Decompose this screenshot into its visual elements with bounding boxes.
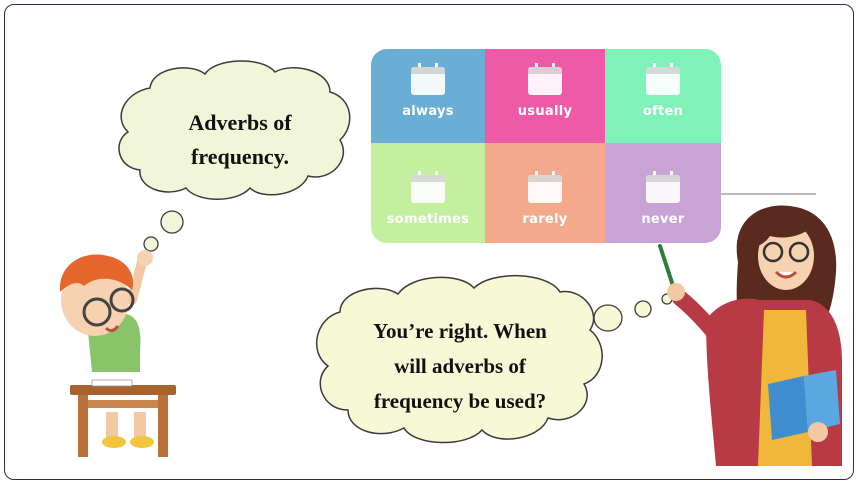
frequency-adverbs-grid: always usually often sometimes rarely ne…	[371, 49, 721, 243]
cell-always: always	[371, 49, 485, 143]
cell-usually: usually	[485, 49, 605, 143]
cell-label-sometimes: sometimes	[386, 212, 470, 227]
boy-student-illustration	[59, 250, 176, 457]
cell-never: never	[605, 143, 721, 243]
cell-rarely: rarely	[485, 143, 605, 243]
left-bubble-text: Adverbs of frequency.	[150, 106, 330, 174]
cell-label-usually: usually	[517, 104, 573, 119]
cell-label-never: never	[641, 212, 685, 227]
thought-bubble-right	[315, 274, 673, 444]
calendar-icon	[646, 63, 680, 95]
cell-label-often: often	[642, 104, 684, 119]
cell-label-always: always	[402, 104, 454, 119]
calendar-icon	[646, 171, 680, 203]
cell-sometimes: sometimes	[371, 143, 485, 243]
left-bubble-line-1: Adverbs of	[188, 110, 292, 135]
left-bubble-line-2: frequency.	[191, 144, 289, 169]
calendar-icon	[411, 63, 445, 95]
right-bubble-line-3: frequency be used?	[373, 389, 547, 413]
calendar-icon	[411, 171, 445, 203]
right-bubble-line-1: You’re right. When	[373, 319, 547, 343]
pointer-line	[718, 193, 816, 195]
teacher-illustration	[658, 205, 842, 466]
cell-often: often	[605, 49, 721, 143]
cell-label-rarely: rarely	[522, 212, 568, 227]
right-bubble-line-2: will adverbs of	[394, 354, 526, 378]
calendar-icon	[528, 171, 562, 203]
right-bubble-text: You’re right. When will adverbs of frequ…	[340, 314, 580, 419]
calendar-icon	[528, 63, 562, 95]
thought-bubble-left	[118, 60, 351, 252]
